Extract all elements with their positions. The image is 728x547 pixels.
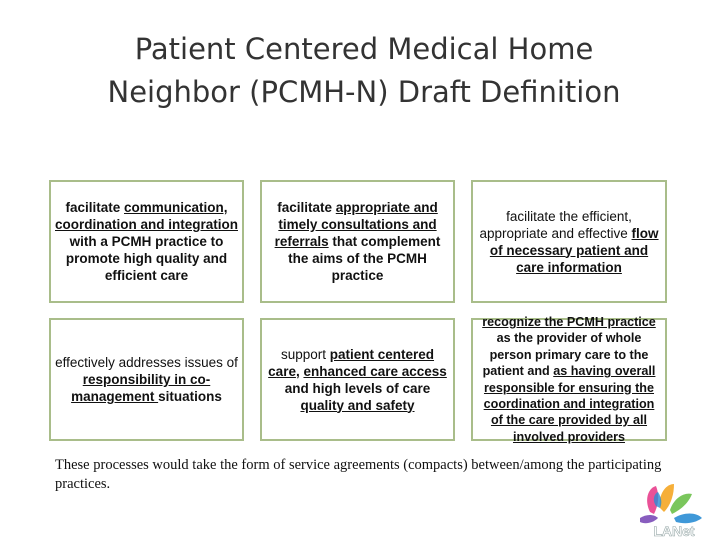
definition-box-1: facilitate communication, coordination a… <box>49 180 244 303</box>
box-5-text-a: support <box>280 346 330 362</box>
box-4-text-c: situations <box>158 389 222 404</box>
box-1-text-c: with a PCMH practice to promote high qua… <box>65 234 228 283</box>
box-3-text-b: flow of necessary patient and care infor… <box>489 225 659 275</box>
box-5-text-f: quality and safety <box>300 397 415 413</box>
logo-text: LANet <box>653 523 695 539</box>
box-3-text-a: facilitate the efficient, appropriate an… <box>479 208 632 241</box>
definition-box-4: effectively addresses issues of responsi… <box>49 318 244 441</box>
title-line-1: Patient Centered Medical Home <box>134 32 594 66</box>
definition-box-3: facilitate the efficient, appropriate an… <box>471 180 667 303</box>
box-5-text-e: and high levels of care <box>284 380 431 396</box>
title-line-2: Neighbor (PCMH-N) Draft Definition <box>107 75 621 109</box>
box-6-text-a: recognize the PCMH practice <box>482 314 656 329</box>
definition-box-5: support patient centered care, enhanced … <box>260 318 455 441</box>
box-2-text-c: that complement the aims of the PCMH pra… <box>288 234 441 283</box>
lanet-logo: LANet <box>630 478 722 542</box>
box-5-text-d: enhanced care access <box>303 363 447 379</box>
box-2-text-a: facilitate <box>277 200 336 215</box>
box-1-text-b: communication, coordination and integrat… <box>55 200 238 232</box>
box-6-text-c: as having overall responsible for ensuri… <box>483 364 656 444</box>
box-5-text-b: patient centered care <box>268 346 435 379</box>
definition-box-6: recognize the PCMH practice as the provi… <box>471 314 667 444</box>
page-title: Patient Centered Medical Home Neighbor (… <box>60 28 668 114</box>
box-1-text-a: facilitate <box>65 200 124 215</box>
footer-note: These processes would take the form of s… <box>55 457 662 492</box>
box-4-text-b: responsibility in co-management <box>71 372 211 404</box>
box-5-text-c: , <box>295 363 304 379</box>
definition-box-2: facilitate appropriate and timely consul… <box>260 180 455 303</box>
box-6-text-b: as the provider of whole person primary … <box>482 331 649 379</box>
box-2-text-b: appropriate and timely consultations and… <box>274 200 438 249</box>
box-4-text-a: effectively addresses issues of <box>55 355 238 370</box>
lanet-logo-icon: LANet <box>640 484 702 539</box>
